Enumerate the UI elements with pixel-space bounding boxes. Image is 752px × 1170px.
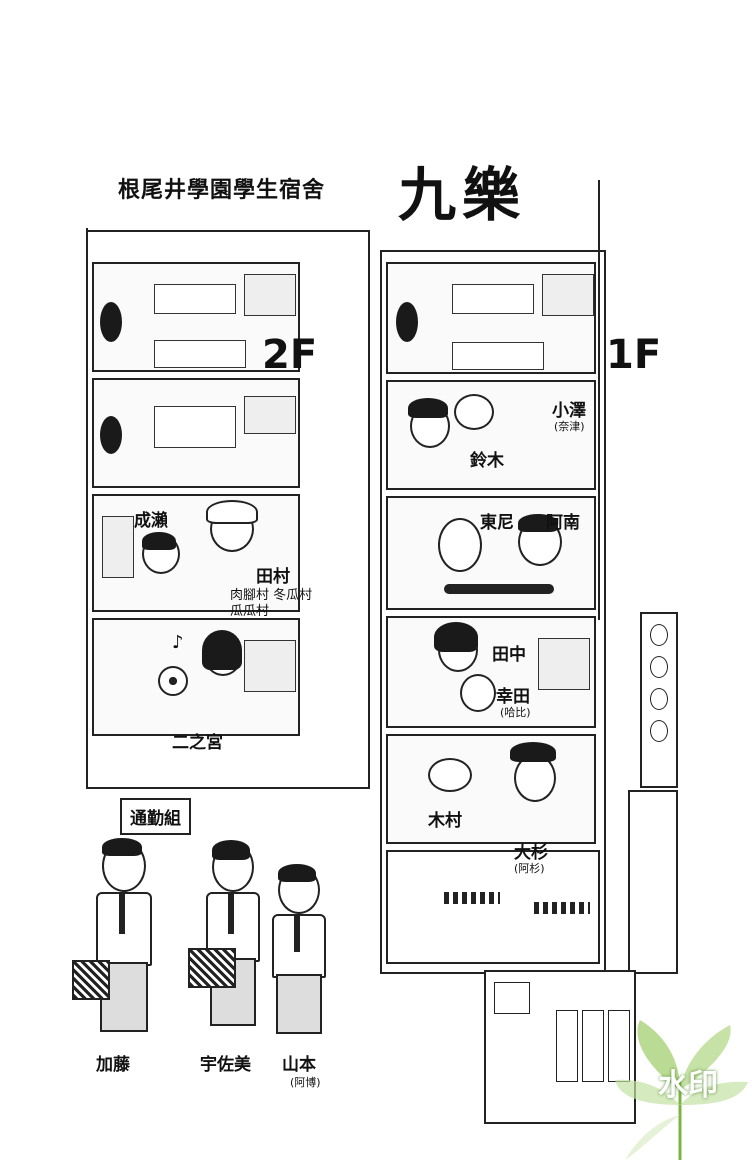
room-1f-5 [386,734,596,844]
dorm-name: 九樂 [398,161,527,229]
commuter-kato-figure [72,838,162,1040]
tamura-nicknames: 肉腳村 冬瓜村 [230,588,313,603]
resident-anan: 阿南 [546,513,580,533]
watermark-leaf-logo [615,1020,748,1160]
music-note-icon: ♪ [172,632,184,653]
koda-nickname: (哈比) [500,706,531,719]
dorm-subtitle: 根尾井學園學生宿舍 [118,178,326,203]
room-2f-3 [92,494,300,612]
resident-tamura: 田村 [256,567,290,587]
resident-naruse: 成瀨 [134,511,168,531]
room-2f-2 [92,378,300,488]
resident-ninomiya: 二之宮 [172,733,223,753]
resident-tanaka: 田中 [492,645,526,665]
room-1f-3 [386,496,596,610]
soccer-ball-icon [158,666,188,696]
resident-ozawa: 小澤 [552,401,586,421]
room-1f-2 [386,380,596,490]
washroom-column [640,612,678,788]
room-1f-1 [386,262,596,374]
commuter-usami-figure [188,820,268,1030]
commuter-yamamoto-figure [266,864,338,1036]
resident-koda: 幸田 [496,687,530,707]
room-2f-1 [92,262,300,372]
resident-suzuki: 鈴木 [470,451,504,471]
resident-kimura: 木村 [428,811,462,831]
commuters-label: 通勤組 [120,798,191,835]
building-1f-wall [598,180,600,620]
watermark-text: 水印 [658,1068,718,1103]
floor-label-2f: 2F [262,332,318,378]
dumbbell-icon [444,584,554,594]
entrance-area [386,850,600,964]
commuter-yamamoto: 山本 [282,1055,316,1075]
yamamoto-nickname: (阿博) [290,1076,321,1089]
tamura-nickname-2: 瓜瓜村 [230,604,270,619]
commuter-usami: 宇佐美 [200,1055,251,1075]
floor-label-1f: 1F [606,332,662,378]
ozawa-nickname: (奈津) [554,420,585,433]
resident-tony: 東尼 [480,513,514,533]
osugi-nickname: (阿杉) [514,862,545,875]
side-corridor [628,790,678,974]
room-1f-4 [386,616,596,728]
building-2f-roof [86,228,88,258]
room-2f-4 [92,618,300,736]
commuter-kato: 加藤 [96,1055,130,1075]
resident-osugi: 大杉 [514,843,548,863]
building-1f-lower [484,970,636,1124]
